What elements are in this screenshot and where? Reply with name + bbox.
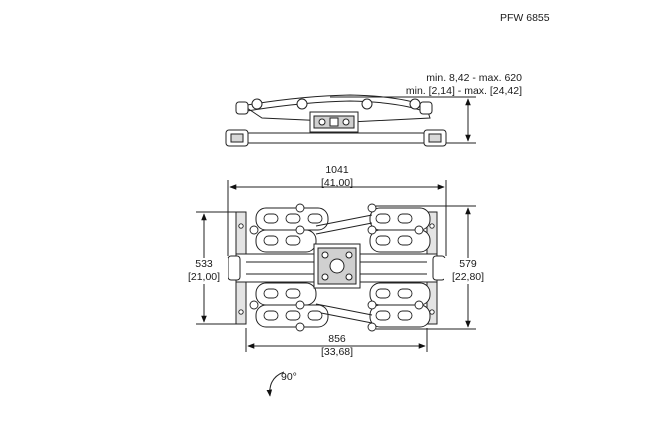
rotation-arrow (266, 371, 285, 397)
rotation-label: 90° (281, 371, 297, 383)
right-height-label: 579 [22,80] (444, 258, 492, 284)
right-height-inch: [22,80] (451, 271, 485, 283)
model-label: PFW 6855 (500, 12, 550, 24)
top-view (225, 94, 447, 147)
overall-width-inch: [41,00] (320, 177, 354, 189)
front-view (227, 207, 446, 328)
left-height-inch: [21,00] (187, 271, 221, 283)
left-height-mm: 533 (195, 258, 213, 270)
overall-width-mm: 1041 (325, 164, 349, 176)
arm-slots (263, 213, 413, 321)
pivot-knobs (238, 203, 435, 332)
depth-inch: min. [2,14] - max. [24,42] (405, 85, 522, 97)
rail-width-inch: [33,68] (320, 346, 354, 358)
rail-width-mm: 856 (328, 333, 346, 345)
depth-label: min. 8,42 - max. 620 min. [2,14] - max. … (402, 72, 522, 98)
left-height-label: 533 [21,00] (180, 258, 228, 284)
rail-width-label: 856 [33,68] (300, 333, 374, 359)
depth-dimension (330, 96, 476, 144)
overall-width-label: 1041 [41,00] (300, 164, 374, 190)
overall-width-dimension (227, 180, 447, 256)
right-height-mm: 579 (459, 258, 477, 270)
depth-mm: min. 8,42 - max. 620 (426, 72, 522, 84)
rail-width-dimension (245, 328, 428, 352)
